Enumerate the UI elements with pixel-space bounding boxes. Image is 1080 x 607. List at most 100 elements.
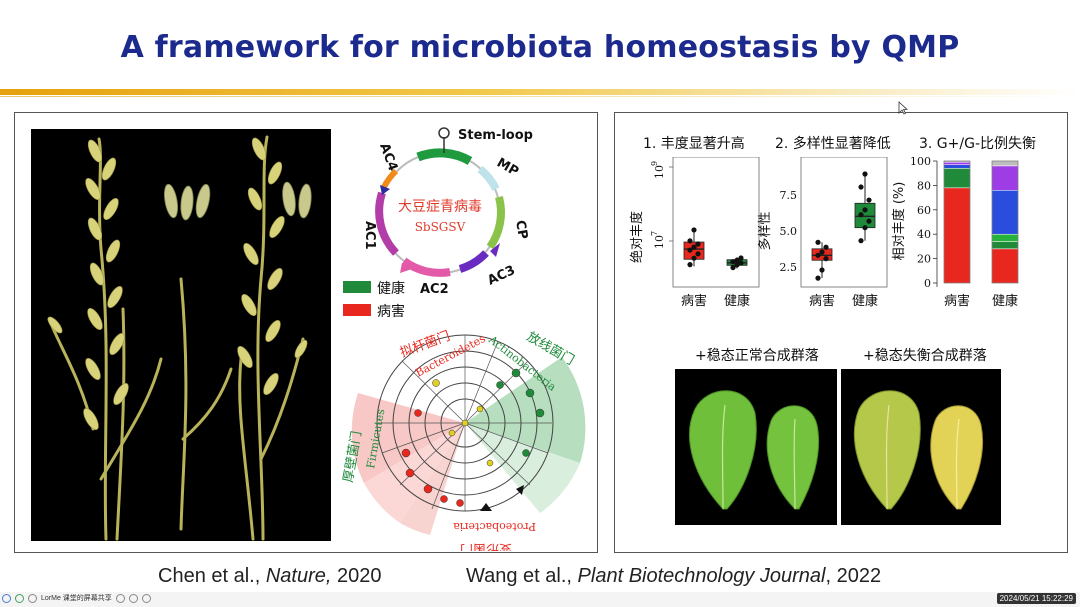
- data-point: [687, 238, 693, 244]
- stacked-segment: [943, 161, 971, 165]
- data-point: [866, 218, 872, 224]
- diversity-marks: [811, 171, 876, 281]
- diversity-tick-2-5: 2.5: [780, 261, 798, 274]
- data-point: [687, 247, 693, 253]
- data-point: [730, 264, 736, 271]
- screen-icon[interactable]: [28, 593, 37, 603]
- mouse-cursor-icon: [898, 101, 908, 115]
- stacked-segment: [991, 165, 1019, 191]
- data-point: [691, 244, 697, 250]
- bar-outline: [943, 160, 971, 284]
- mp-label: MP: [494, 155, 521, 179]
- cp-label: CP: [512, 219, 530, 240]
- soybean-plants-drawing: [47, 135, 312, 541]
- data-point: [734, 257, 740, 263]
- slide-title: A framework for microbiota homeostasis b…: [120, 30, 960, 65]
- data-point: [858, 238, 864, 244]
- data-point: [695, 251, 701, 257]
- data-point: [819, 267, 825, 273]
- abundance-tick-10b: 10: [653, 235, 666, 249]
- data-point: [815, 275, 821, 281]
- viral-genome-map: Stem-loop MP CP AC3 AC2 AC1 AC4 大豆症青病毒 S…: [362, 127, 533, 293]
- normal-community-label: +稳态正常合成群落: [695, 348, 819, 364]
- abundance-x-label-diseased: 病害: [681, 293, 707, 309]
- settings-icon[interactable]: [128, 593, 138, 603]
- data-point: [687, 262, 693, 268]
- abundance-tick-exp-7: 7: [650, 231, 659, 236]
- ratio-x-label-healthy: 健康: [992, 293, 1018, 309]
- stacked-segment: [943, 164, 971, 169]
- data-point: [815, 239, 821, 245]
- diversity-box-plot: 多样性 7.5 5.0 2.5 病害 健康: [757, 157, 888, 309]
- data-point: [734, 262, 740, 268]
- data-point: [823, 256, 829, 262]
- ratio-tick-label: 100: [910, 157, 931, 168]
- citation-wang-authors: Wang et al.,: [466, 565, 578, 587]
- ratio-tick-label: 80: [917, 179, 931, 192]
- proteobacteria-sector: [400, 423, 465, 535]
- stacked-segment: [991, 241, 1019, 250]
- stacked-segment: [943, 187, 971, 284]
- left-figure-panel: Stem-loop MP CP AC3 AC2 AC1 AC4 大豆症青病毒 S…: [14, 112, 598, 553]
- data-point: [691, 227, 697, 233]
- node-marker: [516, 485, 524, 495]
- microphone-icon[interactable]: [15, 593, 24, 603]
- diversity-tick-5-0: 5.0: [780, 225, 798, 238]
- ac3-segment: [458, 250, 489, 273]
- stacked-segment: [991, 248, 1019, 284]
- abundance-box-plot: 绝对丰度 10 9 10 7 病害 健康: [629, 157, 760, 309]
- ratio-tick-label: 0: [924, 277, 931, 290]
- soybean-plants-photo: [31, 129, 331, 541]
- more-icon[interactable]: [141, 593, 151, 603]
- data-point: [738, 255, 744, 261]
- ac3-label: AC3: [485, 263, 517, 289]
- node-marker: [480, 503, 492, 511]
- mp-segment: [477, 165, 500, 191]
- diversity-tick-7-5: 7.5: [780, 189, 798, 202]
- taskbar-app-label: LorMe 课堂的屏幕共享: [41, 595, 112, 602]
- stacked-segment: [991, 190, 1019, 235]
- data-point: [862, 171, 868, 177]
- green-leaves-drawing: [689, 390, 820, 510]
- diversity-x-label-diseased: 病害: [809, 293, 835, 309]
- abundance-marks: [683, 227, 748, 271]
- abundance-tick-10: 10: [653, 165, 666, 179]
- ratio-tick-label: 40: [917, 228, 931, 241]
- bar-outline: [991, 160, 1019, 284]
- chart-heading-diversity: 2. 多样性显著降低: [775, 136, 891, 152]
- leaves-imbalanced-photo: [841, 369, 1001, 525]
- citation-chen-authors: Chen et al.,: [158, 565, 266, 587]
- data-point: [823, 244, 829, 250]
- box-healthy: [854, 202, 876, 229]
- data-point: [858, 184, 864, 190]
- right-figure-panel: 1. 丰度显著升高 2. 多样性显著降低 3. G+/G-比例失衡 绝对丰度 1…: [614, 112, 1068, 553]
- abundance-x-label-healthy: 健康: [724, 293, 750, 309]
- ratio-tick-label: 20: [917, 253, 931, 266]
- data-point: [691, 255, 697, 261]
- taskbar-timestamp: 2024/05/21 15:22:29: [996, 593, 1076, 604]
- proteobacteria-cn-label: 变形菌门: [460, 541, 512, 551]
- legend-label-healthy: 健康: [377, 281, 405, 297]
- chart-heading-ratio: 3. G+/G-比例失衡: [919, 136, 1037, 152]
- diversity-y-label: 多样性: [757, 211, 773, 250]
- legend-swatch-healthy: [343, 281, 371, 293]
- citation-wang-year: , 2022: [825, 565, 882, 587]
- data-point: [819, 249, 825, 255]
- actinobacteria-sector: [465, 357, 586, 463]
- proteobacteria-label: Proteobacteria: [453, 520, 536, 533]
- ratio-y-label: 相对丰度 (%): [891, 182, 907, 261]
- chart-heading-abundance: 1. 丰度显著升高: [643, 136, 745, 152]
- record-icon[interactable]: [115, 593, 125, 603]
- ratio-bars: [943, 160, 1019, 284]
- data-point: [730, 259, 736, 265]
- abundance-y-label: 绝对丰度: [629, 211, 645, 263]
- citation-chen-year: 2020: [331, 565, 382, 587]
- stem-loop-icon: [438, 127, 450, 139]
- ac1-arrowhead: [380, 185, 390, 195]
- abundance-tick-exp-9: 9: [650, 161, 659, 166]
- firmicutes-sector: [351, 393, 465, 483]
- person-icon[interactable]: [2, 593, 11, 603]
- health-legend: 健康 病害: [343, 279, 423, 323]
- stem-loop-segment: [416, 148, 473, 165]
